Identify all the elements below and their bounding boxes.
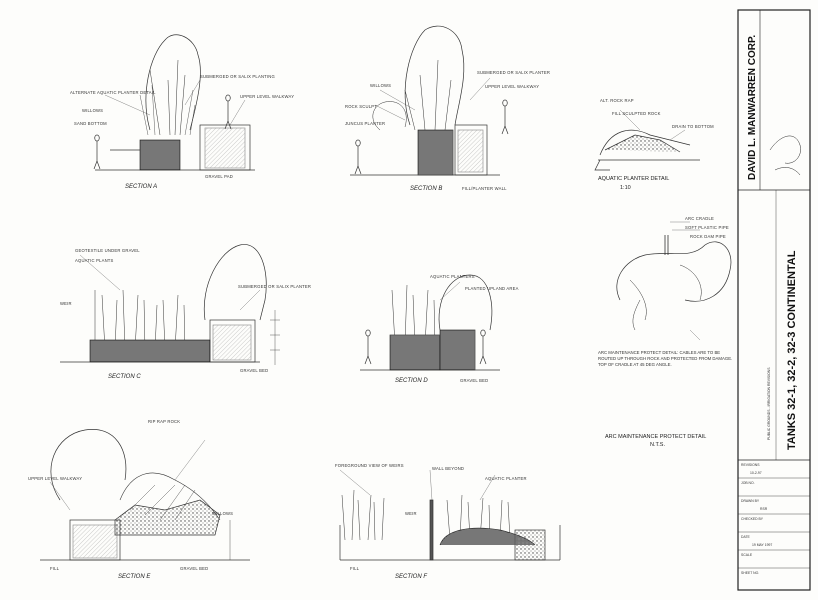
section-e <box>40 429 250 561</box>
section-f <box>339 469 561 561</box>
section-f-label-1: FOREGROUND VIEW OF WEIRS <box>335 463 404 468</box>
section-a-caption: SECTION A <box>125 184 157 190</box>
section-b-label-2: SUBMERGED OR SALIX PLANTER <box>477 70 550 75</box>
aquatic-detail-label-3: DRAIN TO BOTTOM <box>672 124 714 129</box>
arc-maintenance-detail <box>616 221 732 341</box>
field-label-revisions: REVISIONS <box>741 463 760 467</box>
section-b-caption: SECTION B <box>410 186 442 192</box>
arc-detail-label-1: ARC CRADLE <box>685 216 714 221</box>
field-label-drawn-by: DRAWN BY <box>741 499 760 503</box>
field-label-sheet-no: SHEET NO. <box>741 571 759 575</box>
aquatic-detail-label-1: ALT. ROCK RAP <box>600 98 634 103</box>
aquatic-detail-scale: 1:10 <box>620 185 631 191</box>
section-a-label-1: ALTERNATE AQUATIC PLANTER DETAIL <box>70 90 156 95</box>
section-c-label-1: GEOTEXTILE UNDER GRAVEL <box>75 248 140 253</box>
section-c-label-3: SUBMERGED OR SALIX PLANTER <box>238 284 311 289</box>
section-d-label-2: PLANTED UPLAND AREA <box>465 286 519 291</box>
section-f-caption: SECTION F <box>395 574 427 580</box>
section-e-label-1: UPPER LEVEL WALKWAY <box>28 476 82 481</box>
section-e-label-2: RIP RAP ROCK <box>148 419 180 424</box>
field-label-checked-by: CHECKED BY <box>741 517 764 521</box>
section-e-label-4: GRAVEL BED <box>180 566 208 571</box>
section-c-caption: SECTION C <box>108 374 141 380</box>
project-title: TANKS 32-1, 32-2, 32-3 CONTINENTAL <box>786 250 798 450</box>
section-b-label-5: JUNCUS PLANTER <box>345 121 385 126</box>
section-c <box>60 244 280 365</box>
section-f-label-5: FILL <box>350 566 360 571</box>
section-b-label-3: UPPER LEVEL WALKWAY <box>485 84 539 89</box>
field-label-date: DATE <box>741 535 751 539</box>
section-e-label-3: FILL <box>50 566 60 571</box>
section-d <box>360 274 500 371</box>
arc-detail-notes: ARC MAINTENANCE PROTECT DETAIL: CABLES A… <box>598 350 733 367</box>
firm-name: DAVID L. MANWARREN CORP. <box>747 35 758 180</box>
section-a-label-3: UPPER LEVEL WALKWAY <box>240 94 294 99</box>
section-f-label-3: AQUATIC PLANTER <box>485 476 527 481</box>
field-value-date: 19 MAY 1997 <box>752 543 772 547</box>
section-d-label-3: GRAVEL BED <box>460 378 488 383</box>
section-f-label-2: WALL BEYOND <box>432 466 464 471</box>
field-value-drawn-by: RSR <box>760 507 768 511</box>
section-c-label-5: GRAVEL BED <box>240 368 268 373</box>
field-label-scale: SCALE <box>741 553 753 557</box>
section-b-label-1: WILLOWS <box>370 83 391 88</box>
aquatic-detail-label-2: FILL SCULPTED ROCK <box>612 111 661 116</box>
title-block-frame <box>737 9 811 591</box>
section-a-label-5: SAND BOTTOM <box>74 121 107 126</box>
section-c-label-2: AQUATIC PLANTS <box>75 258 114 263</box>
arc-detail-label-2: SOFT PLASTIC PIPE <box>685 225 729 230</box>
section-b-label-6: FILL/PLANTER WALL <box>462 186 507 191</box>
field-value-revisions: 10-2-97 <box>750 471 762 475</box>
aquatic-detail-caption: AQUATIC PLANTER DETAIL <box>598 176 669 182</box>
section-f-label-4: WEIR <box>405 511 417 516</box>
section-e-label-5: WILLOWS <box>212 511 233 516</box>
section-a-label-2: SUBMERGED OR SALIX PLANTING <box>200 74 275 79</box>
arc-detail-notes-box: ARC MAINTENANCE PROTECT DETAIL: CABLES A… <box>598 350 733 367</box>
section-c-label-4: WEIR <box>60 301 72 306</box>
arc-detail-caption: ARC MAINTENANCE PROTECT DETAIL <box>605 434 706 440</box>
section-a-label-6: GRAVEL PAD <box>205 174 233 179</box>
title-block-fields: REVISIONS 10-2-97 JOB NO. DRAWN BY RSR C… <box>741 463 772 575</box>
field-label-job-no: JOB NO. <box>741 481 755 485</box>
section-d-label-1: AQUATIC PLANTERS <box>430 274 475 279</box>
section-a-label-4: WILLOWS <box>82 108 103 113</box>
section-a <box>93 34 255 171</box>
aquatic-planter-detail <box>594 109 700 171</box>
arc-detail-label-3: ROCK DAM PIPE <box>690 234 726 239</box>
project-subtitle: PUBLIC GROUNDS - IRRIGATION REVISIONS <box>767 367 771 440</box>
section-b-label-4: ROCK SCULPT <box>345 104 377 109</box>
section-b <box>350 25 509 176</box>
section-d-caption: SECTION D <box>395 378 428 384</box>
arc-detail-scale: N.T.S. <box>650 442 665 448</box>
section-e-caption: SECTION E <box>118 574 151 580</box>
